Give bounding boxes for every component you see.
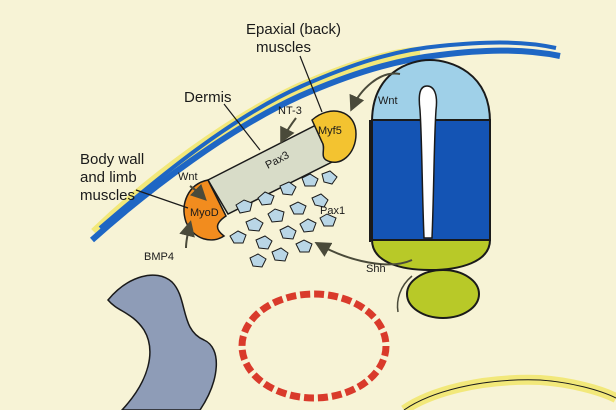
neural-tube (370, 60, 490, 270)
label-dermis: Dermis (184, 89, 232, 106)
label-shh: Shh (366, 263, 386, 275)
label-body-wall: Body wall (80, 151, 144, 168)
label-nt3: NT-3 (278, 105, 302, 117)
label-pax1: Pax1 (320, 205, 345, 217)
label-myod: MyoD (190, 207, 219, 219)
label-epaxial-2: muscles (256, 39, 311, 56)
label-and-limb: and limb (80, 169, 137, 186)
label-epaxial: Epaxial (back) (246, 21, 341, 38)
label-muscles: muscles (80, 187, 135, 204)
label-bmp4: BMP4 (144, 251, 174, 263)
label-wnt-left: Wnt (178, 171, 198, 183)
notochord (407, 270, 479, 318)
label-wnt-top: Wnt (378, 95, 398, 107)
label-myf5: Myf5 (318, 125, 342, 137)
